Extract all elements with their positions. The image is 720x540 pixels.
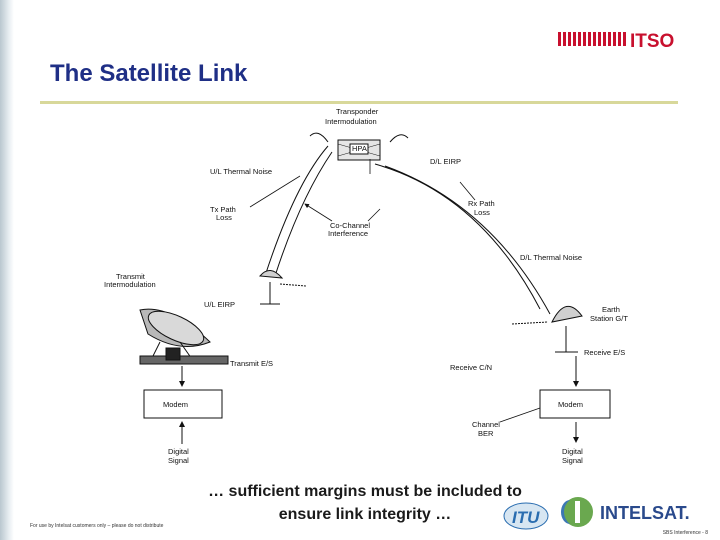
- earth-station-gt-label-1: Earth: [602, 305, 620, 314]
- rx-path-loss-label-1: Rx Path: [468, 199, 495, 208]
- modem-left-box: [143, 389, 223, 419]
- rx-path-loss-label-2: Loss: [474, 208, 490, 217]
- co-channel-label-1: Co-Channel: [330, 221, 370, 230]
- transmit-es-label: Transmit E/S: [230, 359, 273, 368]
- receive-earth-station: [511, 306, 583, 353]
- modem-left-label: Modem: [163, 400, 188, 409]
- itu-logo-text: ITU: [512, 508, 540, 527]
- downlink-beam-outer: [374, 163, 541, 310]
- uplink-beam-outer: [264, 145, 329, 277]
- caption-line-2: ensure link integrity …: [278, 506, 452, 523]
- caption-line-1: … sufficient margins must be included to: [208, 483, 522, 500]
- modem-right-box: [539, 389, 611, 419]
- channel-ber-label-1: Channel: [472, 420, 500, 429]
- tx-path-loss-label-1: Tx Path: [210, 205, 236, 214]
- satellite-transponder: [309, 132, 409, 161]
- footnote: For use by Intelsat customers only – ple…: [30, 523, 164, 529]
- intelsat-logo: INTELSAT.: [561, 497, 690, 527]
- slide-caption: … sufficient margins must be included to…: [160, 480, 570, 526]
- itso-logo: ITSO: [558, 31, 674, 52]
- tx-path-loss-label-2: Loss: [216, 213, 232, 222]
- dl-eirp-label: D/L EIRP: [430, 157, 461, 166]
- transponder-label-1: Transponder: [336, 107, 379, 116]
- channel-ber-label-2: BER: [478, 429, 494, 438]
- transmit-intermod-label-2: Intermodulation: [104, 280, 156, 289]
- earth-station-gt-label-2: Station G/T: [590, 314, 628, 323]
- digital-signal-right-1: Digital: [562, 447, 583, 456]
- receive-cn-label: Receive C/N: [450, 363, 492, 372]
- transmit-intermod-label-1: Transmit: [116, 272, 146, 281]
- uplink-beam-inner: [274, 151, 333, 277]
- digital-signal-left-2: Signal: [168, 456, 189, 465]
- ul-eirp-label: U/L EIRP: [204, 300, 235, 309]
- satellite-link-diagram: Transponder Intermodulation HPA D/L EIRP…: [104, 107, 628, 465]
- left-decorative-stripe: [0, 0, 14, 540]
- itu-logo: ITU: [503, 502, 549, 530]
- modem-right-label: Modem: [558, 400, 583, 409]
- itso-logo-text: ITSO: [630, 31, 674, 52]
- dl-thermal-noise-label: D/L Thermal Noise: [520, 253, 582, 262]
- slide-title: The Satellite Link: [50, 60, 248, 87]
- digital-signal-left-1: Digital: [168, 447, 189, 456]
- co-channel-label-2: Interference: [328, 229, 368, 238]
- receive-es-label: Receive E/S: [584, 348, 625, 357]
- ul-thermal-noise-label: U/L Thermal Noise: [210, 167, 272, 176]
- title-underline: [40, 101, 678, 104]
- slide-number: SBS Interference - 8: [662, 530, 708, 536]
- interfering-dish: [259, 270, 307, 305]
- transponder-label-2: Intermodulation: [325, 117, 377, 126]
- intelsat-logo-text: INTELSAT.: [600, 503, 690, 523]
- hpa-label: HPA: [352, 144, 367, 153]
- downlink-beam-inner: [384, 165, 551, 315]
- digital-signal-right-2: Signal: [562, 456, 583, 465]
- transmit-earth-station: [139, 308, 229, 365]
